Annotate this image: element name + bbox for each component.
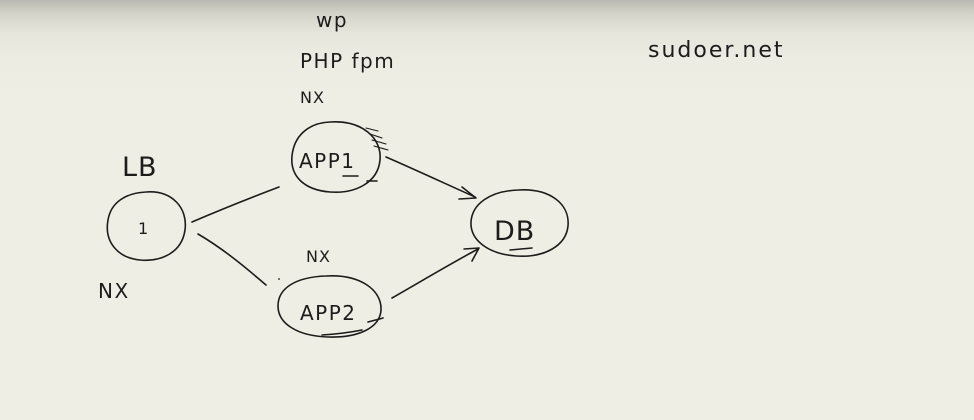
lb-node-label: 1: [138, 219, 149, 238]
app2-underline: [321, 317, 384, 336]
app1-node-label: APP1: [299, 149, 356, 173]
php-fpm-label: PHP fpm: [300, 49, 395, 73]
edge-lb-app1: [191, 186, 280, 223]
app1-node-circle: [291, 121, 381, 193]
app2-node-label: APP2: [300, 301, 357, 325]
app2-nx-label: NX: [306, 247, 331, 266]
wp-label: wp: [316, 8, 348, 32]
app1-nx-label: NX: [300, 88, 325, 107]
edge-app2-db: [391, 248, 479, 299]
lb-nx-label: NX: [98, 279, 130, 303]
db-underline: [509, 247, 533, 251]
edge-lb-app2: [197, 233, 267, 286]
app2-node-circle: [277, 275, 382, 338]
db-node-circle: [470, 189, 569, 257]
lb-node-circle: [106, 191, 187, 262]
site-label: sudoer.net: [648, 38, 785, 63]
app1-scribble: [365, 127, 389, 151]
db-node-label: DB: [494, 216, 535, 247]
arrowhead-app1-db: [458, 186, 477, 200]
arrowhead-app2-db: [463, 247, 480, 262]
lb-title: LB: [122, 152, 158, 183]
edge-app1-db: [385, 156, 476, 198]
stray-dot: [278, 278, 280, 280]
